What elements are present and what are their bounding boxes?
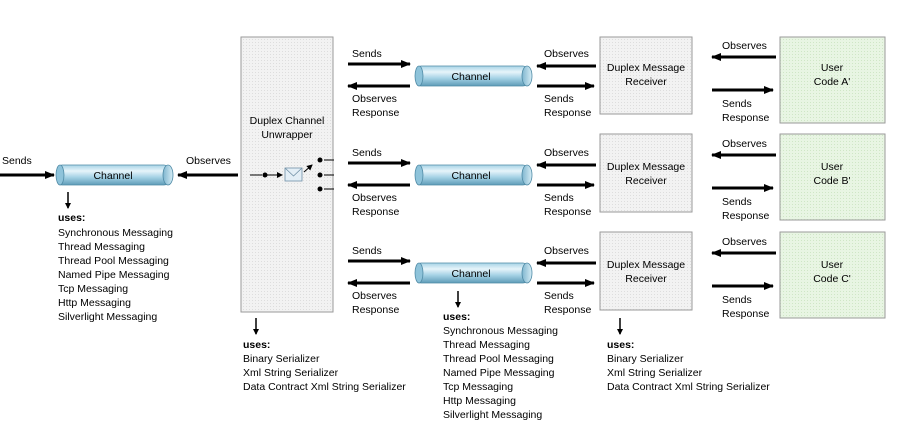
receiver-box [599,231,693,311]
unwrapper-title-line1: Duplex Channel [250,115,325,127]
bottom-channel-uses-item: Tcp Messaging [443,381,513,393]
row-sends-label: Sends [352,245,382,257]
row-observes-label: Observes [352,290,397,302]
receiver-observes-label: Observes [544,245,589,257]
user-sends-label: Sends [722,98,752,110]
receiver-uses-item: Xml String Serializer [607,367,703,379]
source-sends-label: Sends [2,155,32,167]
row-observes-label: Observes [352,192,397,204]
receiver-label: Duplex Message [607,62,685,74]
source-observes-label: Observes [186,155,231,167]
row-channel-cylinder: Channel [414,262,533,284]
source-uses-item: Thread Messaging [58,241,145,253]
unwrapper-uses-item: Xml String Serializer [243,367,339,379]
row-observes-label: Observes [352,93,397,105]
receiver-sends-label: Sends [544,93,574,105]
user-code-label: Code B' [813,175,850,187]
row-sends-label: Sends [352,147,382,159]
receiver-uses-item: Binary Serializer [607,353,684,365]
source-uses-item: Tcp Messaging [58,283,128,295]
user-observes-label: Observes [722,236,767,248]
user-sends-label: Response [722,112,769,124]
receiver-label: Receiver [625,76,667,88]
bottom-channel-uses-item: Thread Pool Messaging [443,353,554,365]
receiver-label: Duplex Message [607,161,685,173]
receiver-observes-label: Observes [544,147,589,159]
user-code-box [779,36,886,124]
source-channel-cylinder: Channel [55,164,174,186]
source-uses-item: Synchronous Messaging [58,227,173,239]
receiver-box [599,36,693,115]
user-sends-label: Sends [722,196,752,208]
source-uses-item: Silverlight Messaging [58,311,157,323]
user-code-label: Code A' [814,76,850,88]
row-channel-cylinder: Channel [414,65,533,87]
source-uses-item: Http Messaging [58,297,131,309]
source-uses-item: Thread Pool Messaging [58,255,169,267]
receiver-sends-label: Sends [544,290,574,302]
user-code-box [779,133,886,221]
unwrapper-uses-item: Data Contract Xml String Serializer [243,381,406,393]
source-channel-group: Sends Channel Observes uses: Synchronous… [0,155,238,323]
unwrapper-envelope-icon [250,157,334,192]
row-observes-label: Response [352,107,399,119]
receiver-label: Receiver [625,175,667,187]
receiver-uses-title: uses: [607,339,634,351]
source-uses-title: uses: [58,212,85,224]
bottom-channel-uses-group: uses: Synchronous Messaging Thread Messa… [443,291,558,421]
receiver-sends-label: Response [544,206,591,218]
row-channel-label: Channel [451,268,490,280]
user-sends-label: Response [722,210,769,222]
user-code-label: User [821,259,844,271]
row-c: Sends Observes Response Channel Observes… [347,231,886,320]
unwrapper-uses-title: uses: [243,339,270,351]
user-code-label: User [821,161,844,173]
unwrapper-group: Duplex Channel Unwrapper uses: Binary Se… [240,36,406,393]
bottom-channel-uses-item: Silverlight Messaging [443,409,542,421]
user-sends-label: Sends [722,294,752,306]
row-sends-label: Sends [352,48,382,60]
receiver-sends-label: Response [544,304,591,316]
user-sends-label: Response [722,308,769,320]
receiver-box [599,133,693,213]
user-code-label: Code C' [813,273,851,285]
unwrapper-uses-item: Binary Serializer [243,353,320,365]
receiver-sends-label: Response [544,107,591,119]
user-code-box [779,231,886,319]
row-observes-label: Response [352,206,399,218]
user-observes-label: Observes [722,138,767,150]
row-channel-label: Channel [451,170,490,182]
source-uses-item: Named Pipe Messaging [58,269,170,281]
row-channel-cylinder: Channel [414,164,533,186]
source-channel-label: Channel [93,170,132,182]
receiver-uses-item: Data Contract Xml String Serializer [607,381,770,393]
bottom-channel-uses-item: Http Messaging [443,395,516,407]
user-code-label: User [821,62,844,74]
bottom-channel-uses-item: Thread Messaging [443,339,530,351]
bottom-channel-uses-item: Synchronous Messaging [443,325,558,337]
bottom-channel-uses-item: Named Pipe Messaging [443,367,555,379]
receiver-sends-label: Sends [544,192,574,204]
receiver-uses-group: uses: Binary Serializer Xml String Seria… [607,318,770,393]
row-observes-label: Response [352,304,399,316]
bottom-channel-uses-title: uses: [443,311,470,323]
receiver-observes-label: Observes [544,48,589,60]
row-b: Sends Observes Response Channel Observes… [347,133,886,222]
unwrapper-title-line2: Unwrapper [261,129,313,141]
receiver-label: Receiver [625,273,667,285]
row-a: Sends Observes Response Channel Observes… [347,36,886,124]
receiver-label: Duplex Message [607,259,685,271]
user-observes-label: Observes [722,40,767,52]
row-channel-label: Channel [451,71,490,83]
